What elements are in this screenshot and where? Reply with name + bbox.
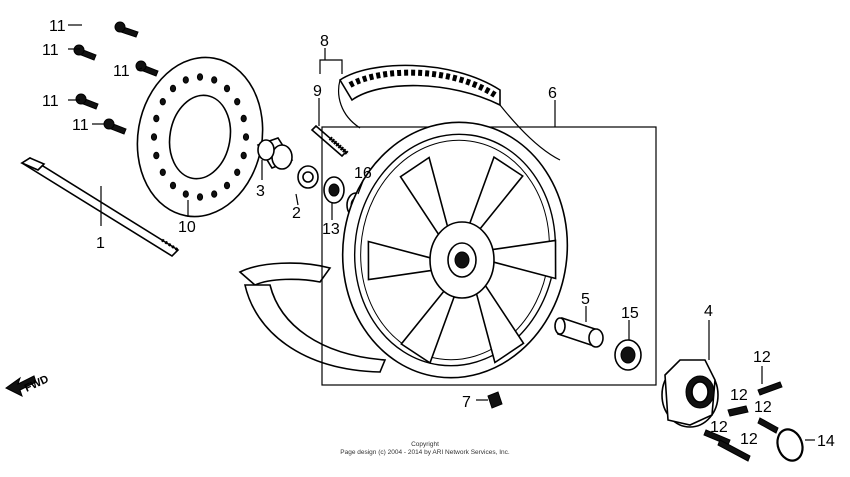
disc-bolt <box>103 118 127 135</box>
copyright-line-2: Page design (c) 2004 - 2014 by ARI Netwo… <box>340 449 510 456</box>
callout-11-c: 11 <box>113 63 130 80</box>
disc-hole <box>169 84 177 93</box>
disc-hole <box>240 151 247 160</box>
o-ring <box>776 428 804 462</box>
flange-bolt <box>717 439 751 462</box>
flange-bolt <box>727 405 749 417</box>
collar <box>256 137 294 170</box>
callout-1: 1 <box>96 235 105 252</box>
disc-hole <box>223 181 231 190</box>
disc-bolt <box>135 60 159 77</box>
callout-16: 16 <box>354 165 372 182</box>
disc-hole <box>169 181 177 190</box>
callout-8: 8 <box>320 33 329 50</box>
callout-labels: 1 2 3 4 5 6 7 8 9 10 11 11 11 11 11 12 1… <box>42 18 835 450</box>
brake-disc <box>136 56 264 218</box>
disc-bolt <box>75 93 99 110</box>
callout-11-e: 11 <box>72 117 89 134</box>
driven-flange <box>661 359 719 428</box>
callout-11-b: 11 <box>42 42 59 59</box>
disc-hole <box>211 76 218 84</box>
callout-12-a: 12 <box>753 349 771 366</box>
tube-valve <box>310 124 350 158</box>
disc-hole <box>182 76 189 84</box>
callout-15: 15 <box>621 305 639 322</box>
callout-5: 5 <box>581 291 590 308</box>
callout-12-b: 12 <box>730 387 748 404</box>
inner-tube <box>238 262 387 373</box>
disc-bolt <box>114 21 139 38</box>
distance-collar <box>554 316 604 348</box>
bearing-right <box>614 339 642 371</box>
disc-hole <box>159 98 166 106</box>
copyright-line-1: Copyright <box>411 441 439 448</box>
callout-13: 13 <box>322 221 340 238</box>
flange-bolt-group <box>703 381 783 462</box>
copyright-footer: Copyright Page design (c) 2004 - 2014 by… <box>340 441 510 456</box>
callout-6: 6 <box>548 85 557 102</box>
callout-12-d: 12 <box>710 419 728 436</box>
disc-hole <box>234 168 241 177</box>
disc-hole <box>234 98 241 106</box>
callout-14: 14 <box>817 433 835 450</box>
cast-wheel <box>321 121 657 386</box>
disc-hole <box>196 73 204 81</box>
disc-hole <box>196 193 204 201</box>
spacer <box>297 165 319 189</box>
fwd-arrow: FWD <box>5 373 51 397</box>
fwd-label: FWD <box>23 373 51 394</box>
disc-hole <box>223 84 231 93</box>
disc-bolt <box>73 44 97 61</box>
flange-bolt <box>757 381 783 396</box>
callout-7: 7 <box>462 394 471 411</box>
callout-11-a: 11 <box>49 18 66 35</box>
disc-hole <box>159 168 166 177</box>
tire <box>338 64 561 161</box>
disc-hole <box>242 133 250 141</box>
callout-2: 2 <box>292 205 301 222</box>
leader-lines <box>68 24 815 441</box>
disc-hole <box>211 190 218 198</box>
valve-cap <box>487 391 503 409</box>
disc-hole <box>153 114 160 123</box>
callout-12-c: 12 <box>754 399 772 416</box>
callout-11-d: 11 <box>42 93 59 110</box>
axle <box>20 157 180 258</box>
disc-hole <box>153 151 160 160</box>
callout-12-e: 12 <box>740 431 758 448</box>
callout-10: 10 <box>178 219 196 236</box>
disc-hole <box>182 190 189 198</box>
callout-3: 3 <box>256 183 265 200</box>
callout-4: 4 <box>704 303 713 320</box>
disc-hole <box>150 133 158 141</box>
bearing <box>323 176 345 204</box>
callout-9: 9 <box>313 83 322 100</box>
disc-hole <box>240 114 247 123</box>
flange-bolt <box>757 417 779 434</box>
